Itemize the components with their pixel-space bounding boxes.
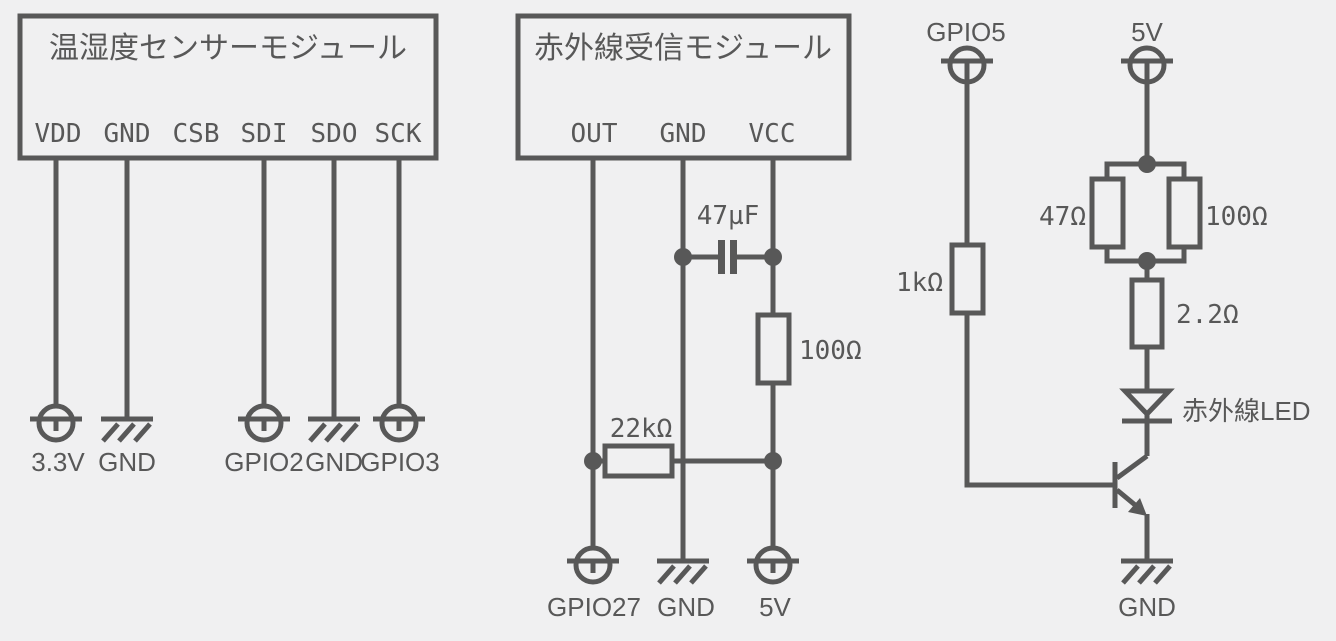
resistor-47ohm <box>1089 176 1126 250</box>
transistor-npn-icon <box>1112 453 1149 516</box>
junction-dot <box>1138 155 1156 173</box>
resistor-2r2ohm-label: 2.2Ω <box>1176 300 1239 330</box>
transistor-collector-line <box>1115 453 1149 481</box>
wire-base <box>964 313 1113 488</box>
terminal-icon-gpio3 <box>373 406 425 440</box>
capacitor-value-label: 47µF <box>697 201 760 231</box>
net-label-5v: 5V <box>759 592 791 622</box>
net-label-gnd-driver: GND <box>1118 592 1176 622</box>
led-driver-circuit: GPIO5 5V 1kΩ 47Ω 100Ω 2.2Ω 赤外線LED <box>896 17 1311 622</box>
junction-dot <box>764 452 782 470</box>
resistor-100ohm <box>755 312 792 386</box>
led-label: 赤外線LED <box>1182 396 1311 426</box>
resistor-100ohm-parallel <box>1166 176 1203 250</box>
net-label-gnd-3: GND <box>657 592 715 622</box>
sensor-module: 温湿度センサーモジュール VDD GND CSB SDI SDO SCK 3.3… <box>17 13 440 477</box>
junction-dot <box>584 452 602 470</box>
resistor-47ohm-label: 47Ω <box>1039 202 1086 232</box>
terminal-icon-gpio2 <box>238 406 290 440</box>
resistor-100ohm-parallel-label: 100Ω <box>1205 202 1268 232</box>
sensor-pin-sck: SCK <box>375 119 422 149</box>
ir-receiver-module: 赤外線受信モジュール OUT GND VCC 47µF 100Ω 22kΩ GP… <box>515 13 862 622</box>
sensor-pin-sdi: SDI <box>241 119 288 149</box>
net-label-gnd-2: GND <box>305 447 363 477</box>
ground-icon-3 <box>657 561 709 583</box>
sensor-pin-sdo: SDO <box>311 119 358 149</box>
net-label-gpio27: GPIO27 <box>547 592 641 622</box>
net-label-gnd-1: GND <box>98 447 156 477</box>
terminal-icon-3v3 <box>30 406 82 440</box>
ir-pin-vcc: VCC <box>749 119 796 149</box>
capacitor-plate-left <box>718 240 725 274</box>
terminal-icon-5v <box>747 548 799 582</box>
net-label-gpio3: GPIO3 <box>360 447 439 477</box>
sensor-pin-gnd: GND <box>104 119 151 149</box>
resistor-22kohm <box>602 443 675 479</box>
capacitor-plate-right <box>730 240 737 274</box>
resistor-1kohm-label: 1kΩ <box>896 268 943 298</box>
net-label-3v3: 3.3V <box>31 447 85 477</box>
resistor-22kohm-label: 22kΩ <box>610 414 673 444</box>
ir-pin-gnd: GND <box>660 119 707 149</box>
ground-icon-2 <box>308 419 360 441</box>
resistor-100ohm-label: 100Ω <box>799 336 862 366</box>
junction-dot <box>674 248 692 266</box>
resistor-2r2ohm <box>1129 277 1165 350</box>
resistor-1kohm <box>949 242 986 316</box>
led-anode-triangle-icon <box>1119 388 1175 418</box>
sensor-pin-vdd: VDD <box>35 119 82 149</box>
junction-dot <box>764 248 782 266</box>
ground-icon-4 <box>1121 561 1173 583</box>
ir-module-box <box>515 13 852 161</box>
ir-pin-out: OUT <box>571 119 618 149</box>
sensor-pin-csb: CSB <box>173 119 220 149</box>
ir-module-title: 赤外線受信モジュール <box>534 32 832 65</box>
sensor-module-box <box>17 13 439 161</box>
sensor-module-title: 温湿度センサーモジュール <box>49 32 407 65</box>
terminal-icon-gpio27 <box>567 548 619 582</box>
net-label-gpio5: GPIO5 <box>926 17 1005 47</box>
net-label-5v-driver: 5V <box>1131 17 1163 47</box>
ground-icon-1 <box>101 419 153 441</box>
transistor-emitter-arrow <box>1128 498 1147 516</box>
net-label-gpio2: GPIO2 <box>224 447 303 477</box>
